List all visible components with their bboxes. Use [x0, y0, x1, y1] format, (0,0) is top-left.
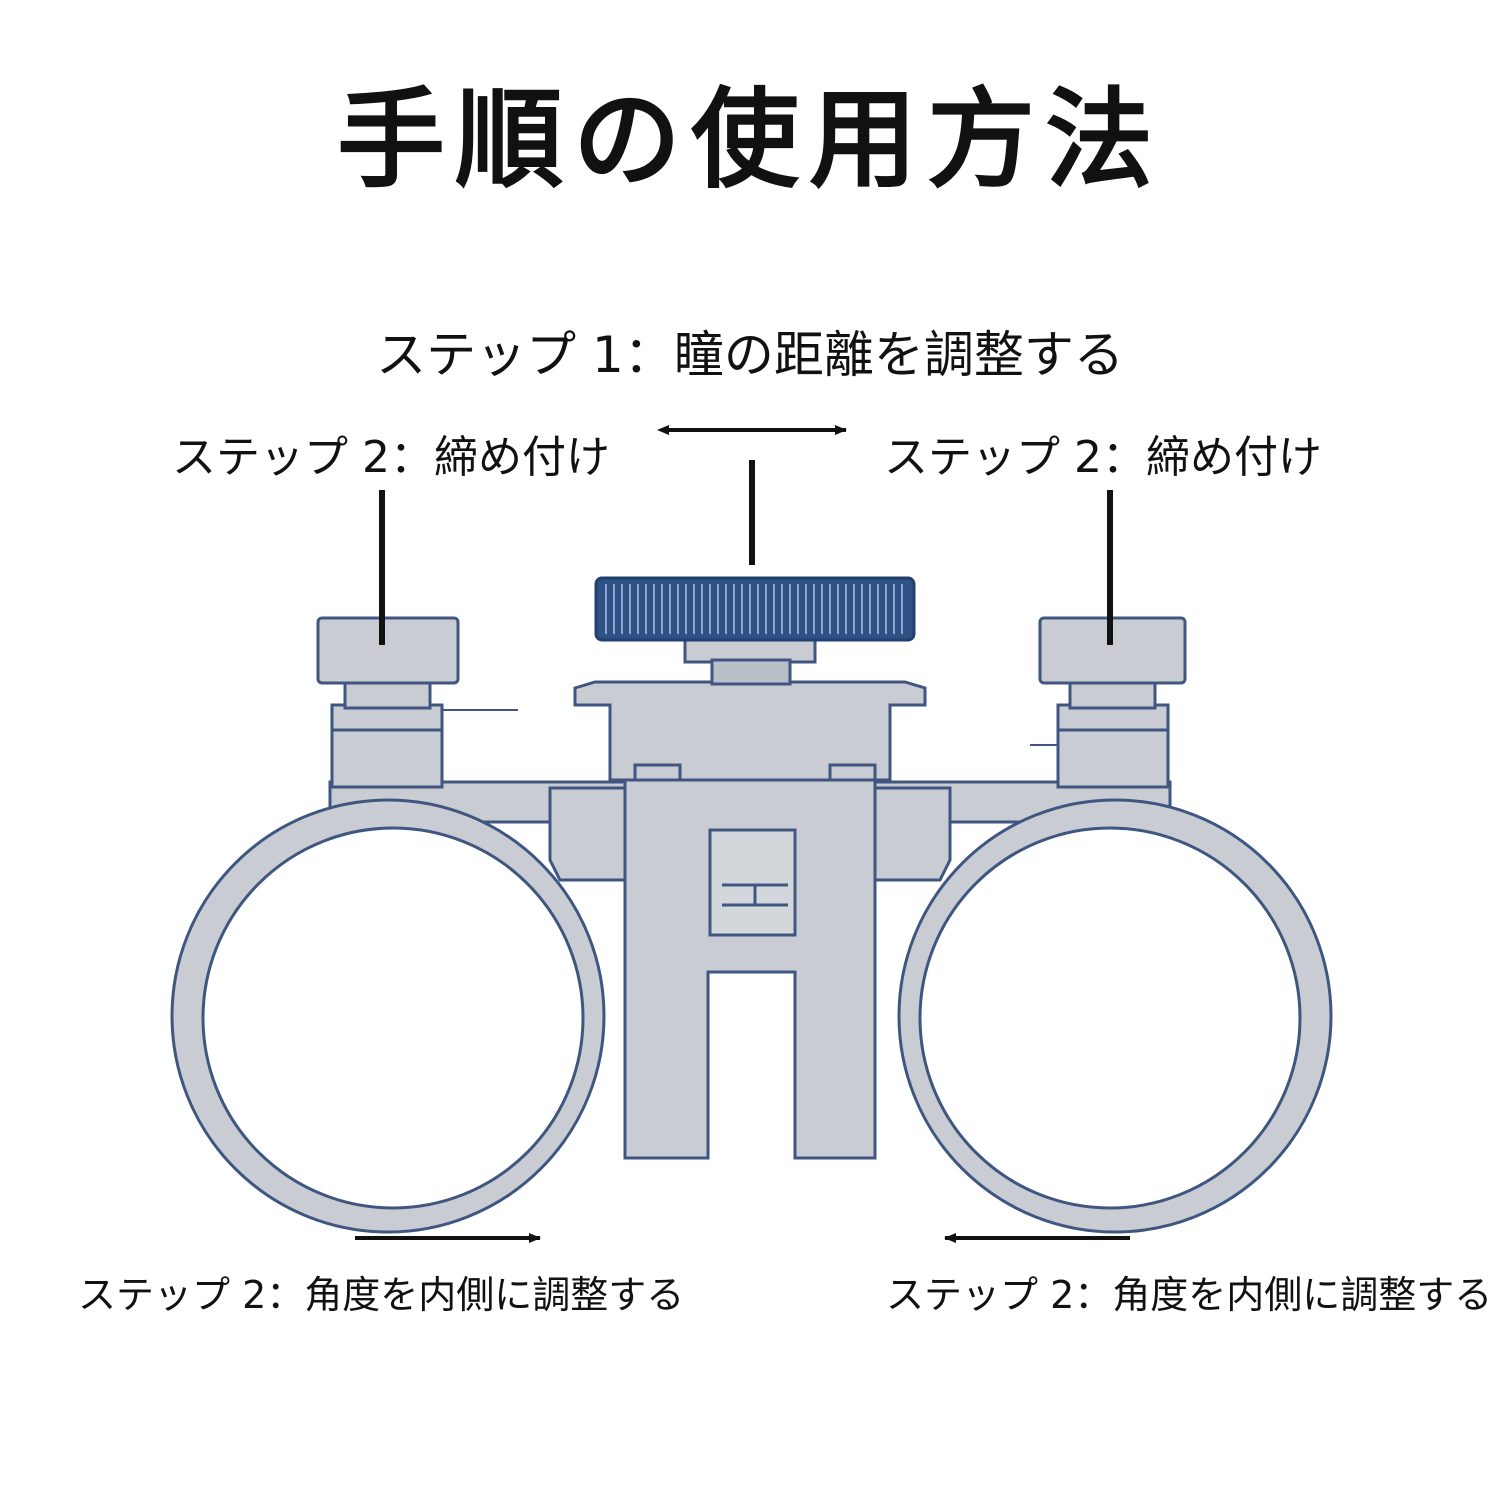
- left-screw-housing: [330, 703, 444, 789]
- step2-tighten-right-label: ステップ 2：締め付け: [884, 432, 1322, 483]
- knob-collar: [710, 658, 792, 686]
- left-lens-ring: [170, 798, 606, 1234]
- knob-ridges: [605, 584, 903, 634]
- right-wing: [873, 786, 952, 882]
- annotations: [355, 425, 1130, 1243]
- right-lens-ring: [897, 798, 1333, 1234]
- center-h-clip: [623, 778, 877, 1160]
- knob-wheel: [594, 576, 916, 642]
- page-title: 手順の使用方法: [336, 78, 1163, 203]
- step2-angle-right-label: ステップ 2：角度を内側に調整する: [886, 1273, 1493, 1317]
- right-screw-neck: [1068, 680, 1157, 710]
- step1-label: ステップ 1：瞳の距離を調整する: [376, 326, 1124, 384]
- clip-body: [328, 680, 1172, 1160]
- left-tightening-screw: [316, 616, 518, 789]
- clip-slot: [708, 828, 797, 937]
- left-wing: [548, 786, 627, 882]
- center-top-block: [573, 680, 927, 782]
- pupil-distance-knob: [594, 576, 916, 686]
- step2-angle-left-label: ステップ 2：角度を内側に調整する: [78, 1273, 685, 1317]
- left-screw-neck: [343, 680, 432, 710]
- right-screw-housing: [1056, 703, 1170, 789]
- step2-tighten-left-label: ステップ 2：締め付け: [172, 432, 610, 483]
- left-screw-head: [316, 616, 460, 685]
- right-tightening-screw: [1030, 616, 1187, 789]
